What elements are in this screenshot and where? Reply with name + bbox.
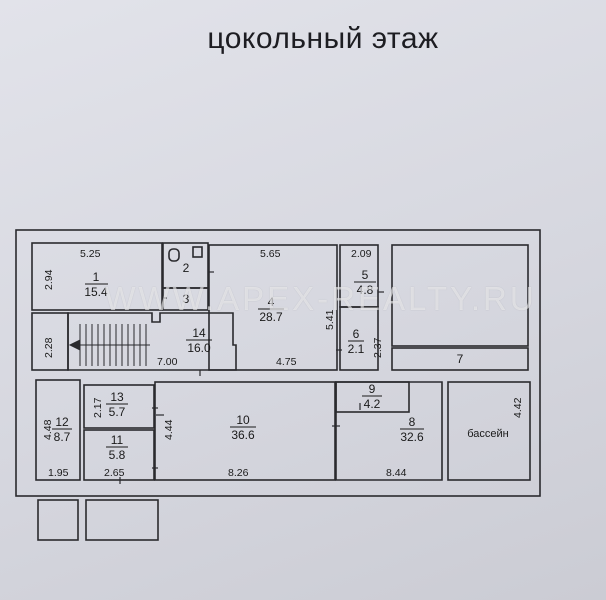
- room-12-number: 12: [55, 415, 69, 429]
- pool-outline: [447, 381, 531, 481]
- room-11-area: 5.8: [109, 448, 126, 462]
- room-8-number: 8: [409, 415, 416, 429]
- room-10-number: 10: [236, 413, 250, 427]
- room-7-number: 7: [457, 352, 464, 366]
- room-9-area: 4.2: [364, 397, 381, 411]
- room-13-outline: [83, 384, 155, 429]
- dim-1-95: 1.95: [48, 467, 69, 479]
- room-11-number: 11: [111, 433, 124, 447]
- room-10-area: 36.6: [231, 428, 255, 442]
- dim-4-75: 4.75: [276, 356, 297, 368]
- room-13-area: 5.7: [109, 405, 126, 419]
- room-3-number: 3: [183, 292, 190, 306]
- room-10-outline: [154, 381, 336, 481]
- room-1-number: 1: [93, 270, 100, 284]
- room-11-outline: [83, 429, 155, 481]
- room-4-area: 28.7: [259, 310, 283, 324]
- room-6-area: 2.1: [348, 342, 365, 356]
- room-6-number: 6: [353, 327, 360, 341]
- dim-4-48: 4.48: [42, 419, 54, 440]
- annex-right: [85, 499, 159, 541]
- room-12-area: 8.7: [54, 430, 71, 444]
- room-2-number: 2: [183, 261, 190, 275]
- page-title: цокольный этаж: [207, 22, 439, 55]
- sink-icon: [192, 246, 203, 258]
- courtyard-outline: [391, 244, 529, 347]
- building-outline: [15, 229, 541, 497]
- room-9-number: 9: [369, 382, 376, 396]
- room-13-number: 13: [110, 390, 124, 404]
- room-14-outline: [67, 312, 237, 371]
- dim-2-17: 2.17: [92, 397, 104, 418]
- dim-2-37: 2.37: [372, 337, 384, 358]
- dim-7-00: 7.00: [157, 356, 178, 368]
- room-12-outline: [35, 379, 81, 481]
- dim-2-09: 2.09: [351, 248, 372, 260]
- dim-4-44: 4.44: [163, 419, 175, 440]
- stair-arrow-icon: [68, 339, 81, 351]
- staircase: [68, 324, 150, 366]
- dim-5-25: 5.25: [80, 248, 101, 260]
- room-3-outline: [162, 287, 209, 311]
- dim-5-41: 5.41: [324, 309, 336, 330]
- dim-2-28: 2.28: [43, 337, 55, 358]
- room-5-area: 4.8: [357, 283, 374, 297]
- room-1-outline: [31, 242, 163, 311]
- annex-left: [37, 499, 79, 541]
- room-14-area: 16.0: [187, 341, 211, 355]
- dim-4-42: 4.42: [512, 397, 524, 418]
- dim-2-65: 2.65: [104, 467, 125, 479]
- room-8-outline: [335, 381, 443, 481]
- dim-2-94: 2.94: [43, 269, 55, 290]
- room-9-outline: [335, 381, 410, 413]
- room-1-area: 15.4: [84, 285, 108, 299]
- room-5-number: 5: [362, 268, 369, 282]
- room-8-area: 32.6: [400, 430, 424, 444]
- toilet-icon: [168, 248, 180, 262]
- dim-5-65: 5.65: [260, 248, 281, 260]
- room-7-outline: [391, 347, 529, 371]
- dim-8-26: 8.26: [228, 467, 249, 479]
- dim-8-44: 8.44: [386, 467, 407, 479]
- room-14-number: 14: [192, 326, 206, 340]
- room-4-number: 4: [268, 295, 275, 309]
- room-4-outline: [208, 244, 338, 371]
- room-6-outline: [339, 306, 379, 371]
- pool-label: бассейн: [467, 428, 509, 440]
